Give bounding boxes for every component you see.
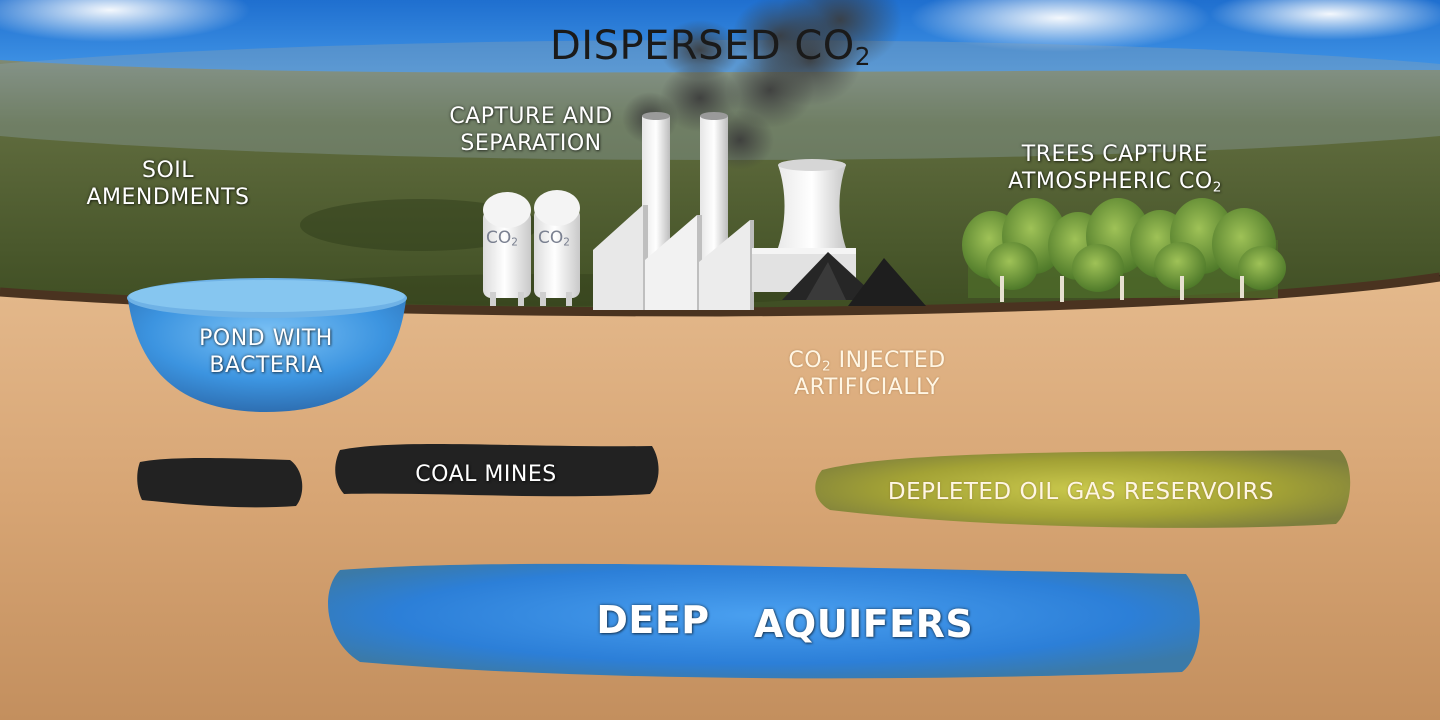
cloud-far-right [1210, 0, 1440, 40]
label-soil-amendments: SOIL AMENDMENTS [86, 158, 250, 210]
oil-gas-reservoir [815, 450, 1351, 528]
forest [962, 198, 1286, 302]
label-deep-word: DEEP [596, 598, 710, 642]
cloud-left [0, 0, 250, 42]
deep-aquifer [328, 563, 1200, 679]
tank-label-left: CO2 [486, 228, 518, 249]
label-pond-bacteria: POND WITH BACTERIA [199, 326, 333, 378]
title-dispersed-co2: DISPERSED CO2 [550, 23, 872, 72]
label-coal-mines: COAL MINES [415, 462, 557, 487]
coal-seam-small [137, 458, 303, 508]
cloud-right [910, 0, 1210, 52]
storage-tank-right [534, 190, 580, 306]
coal-piles [782, 252, 926, 306]
storage-tank-left [483, 192, 531, 306]
factory-buildings [593, 205, 754, 310]
chimney-right [700, 112, 728, 266]
label-capture-separation: CAPTURE AND SEPARATION [449, 104, 613, 156]
plant-shadow [300, 199, 540, 251]
tank-label-right: CO2 [538, 228, 570, 249]
label-depleted-reservoirs: DEPLETED OIL GAS RESERVOIRS [887, 479, 1275, 505]
smoke-plume [622, 0, 902, 170]
label-trees-capture: TREES CAPTURE ATMOSPHERIC CO2 [1008, 142, 1222, 196]
bacteria-pond [127, 278, 407, 412]
label-aquifers-word: AQUIFERS [754, 602, 974, 646]
label-co2-injected: CO2 INJECTED ARTIFICIALLY [788, 348, 946, 401]
coal-seam-main [335, 443, 659, 497]
